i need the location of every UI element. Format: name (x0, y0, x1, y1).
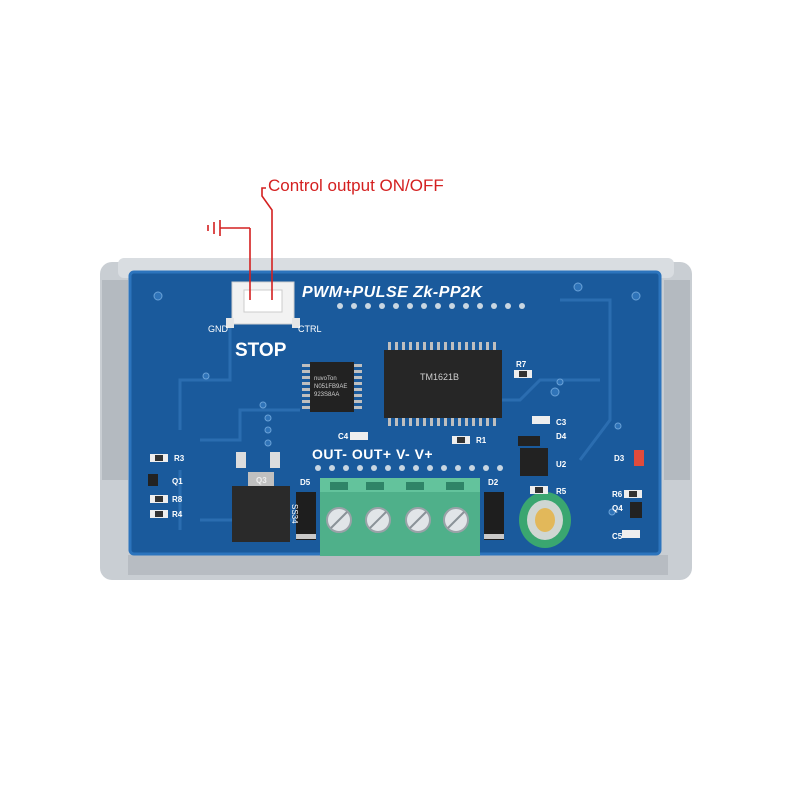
mcu-marking-line-1: nuvoTon (314, 376, 337, 382)
ref-r6: R6 (612, 490, 623, 499)
stop-connector (226, 281, 300, 328)
driver-chip (384, 342, 502, 426)
ref-d4: D4 (556, 432, 567, 441)
mcu-marking-line-2: N051FB9AE (314, 384, 348, 390)
electrolytic-capacitor (519, 492, 571, 548)
ref-q4: Q4 (612, 504, 623, 513)
ref-d5: D5 (300, 478, 311, 487)
lower-pins (315, 465, 503, 471)
ref-r7: R7 (516, 360, 527, 369)
ref-d3: D3 (614, 454, 625, 463)
display-header-pins (337, 303, 525, 309)
ref-q3: Q3 (256, 476, 267, 485)
annotation-leaders (207, 187, 273, 300)
ref-q1: Q1 (172, 477, 183, 486)
ref-r1: R1 (476, 436, 487, 445)
diode-d2 (484, 492, 504, 540)
terminal-block (320, 478, 480, 556)
diode-d5 (296, 492, 316, 540)
annotation-label: Control output ON/OFF (268, 176, 444, 195)
mosfet-q3 (232, 452, 290, 542)
mcu-marking-line-3: 923S8AA (314, 392, 340, 398)
connector-label: STOP (235, 340, 287, 361)
mcu-chip (302, 362, 362, 412)
ssd-marking: SS34 (290, 504, 299, 524)
board-model-text: PWM+PULSE Zk-PP2K (302, 284, 483, 301)
smd-parts (148, 370, 644, 538)
ref-r5: R5 (556, 487, 567, 496)
ref-r3: R3 (174, 454, 185, 463)
driver-marking: TM1621B (420, 372, 460, 382)
ref-c5: C5 (612, 532, 623, 541)
ref-d2: D2 (488, 478, 499, 487)
pin-label-ctrl: CTRL (298, 324, 322, 334)
ref-c4: C4 (338, 432, 349, 441)
pin-label-gnd: GND (208, 324, 228, 334)
ref-u2: U2 (556, 460, 567, 469)
vias (153, 282, 641, 516)
ref-r8: R8 (172, 495, 183, 504)
ref-c3: C3 (556, 418, 567, 427)
ref-r4: R4 (172, 510, 183, 519)
terminal-labels: OUT- OUT+ V- V+ (312, 446, 434, 462)
